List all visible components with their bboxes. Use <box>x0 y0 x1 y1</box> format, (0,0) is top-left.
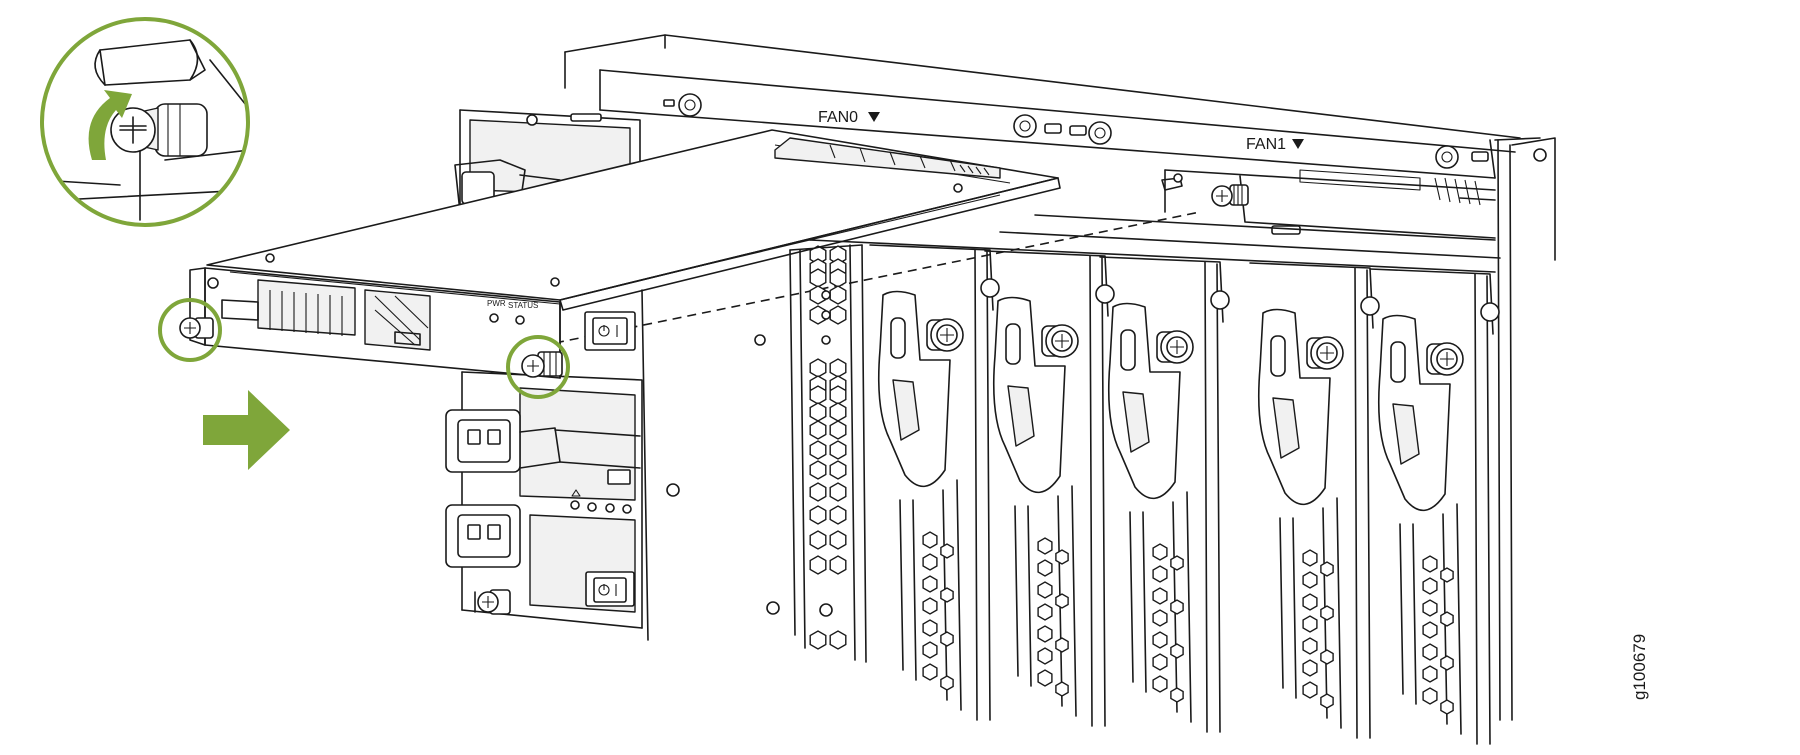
inset-border <box>40 17 250 227</box>
fan1-triangle-down-icon <box>1292 139 1304 149</box>
front-screw-callout <box>506 335 570 399</box>
callouts <box>158 298 570 470</box>
vent-hole <box>821 310 831 320</box>
vent-hex <box>829 505 847 525</box>
vent-hex <box>809 460 827 480</box>
left-screw-callout <box>158 298 222 362</box>
expansion-card-row <box>869 244 1500 745</box>
vent-hex <box>809 402 827 422</box>
vent-hex <box>829 482 847 502</box>
power-supply-lower <box>445 371 643 629</box>
vent-hex <box>809 530 827 550</box>
vent-hex <box>829 385 847 405</box>
vent-hex <box>809 440 827 460</box>
expansion-card-latch <box>1249 262 1380 739</box>
fan-module: PWR STATUS <box>179 129 1061 379</box>
vent-hex <box>809 630 827 650</box>
hex-vent-column <box>809 245 847 650</box>
fan0-label: FAN0 <box>818 109 858 126</box>
screw-detail-inset <box>40 17 250 227</box>
vent-hex <box>829 555 847 575</box>
insert-direction-arrow-right-icon <box>203 390 290 470</box>
pwr-label: PWR <box>487 299 506 308</box>
expansion-card-latch <box>1369 268 1500 745</box>
rotate-clockwise-icon <box>88 90 132 160</box>
vent-hex <box>829 630 847 650</box>
vent-hex <box>809 420 827 440</box>
vent-hex <box>829 420 847 440</box>
chassis-right-wall <box>1497 137 1556 721</box>
expansion-card-latch <box>1099 256 1230 733</box>
vent-hex <box>829 305 847 325</box>
vent-hole <box>821 290 831 300</box>
vent-hex <box>809 268 827 288</box>
fan0-triangle-down-icon <box>868 112 880 122</box>
vent-hex <box>809 555 827 575</box>
expansion-card-latch <box>869 244 1000 721</box>
vent-hole <box>821 335 831 345</box>
expansion-card-latch <box>984 250 1115 727</box>
fan1-label: FAN1 <box>1246 136 1286 153</box>
status-label: STATUS <box>508 301 538 310</box>
fan1-target-screw <box>1211 184 1249 207</box>
vent-hex <box>829 358 847 378</box>
vent-hex <box>829 440 847 460</box>
fan1-slot <box>1161 169 1496 239</box>
alignment-dashed-line <box>554 211 1201 344</box>
vent-hex <box>829 402 847 422</box>
vent-hex <box>829 530 847 550</box>
figure-id: g100679 <box>1630 634 1649 700</box>
chassis-top <box>564 34 1541 179</box>
vent-hex <box>809 482 827 502</box>
vent-hex <box>829 268 847 288</box>
vent-hex <box>809 358 827 378</box>
vent-hex <box>809 505 827 525</box>
chassis-mid-panels <box>641 244 867 663</box>
vent-hex <box>809 385 827 405</box>
vent-hex <box>829 285 847 305</box>
vent-hex <box>829 460 847 480</box>
